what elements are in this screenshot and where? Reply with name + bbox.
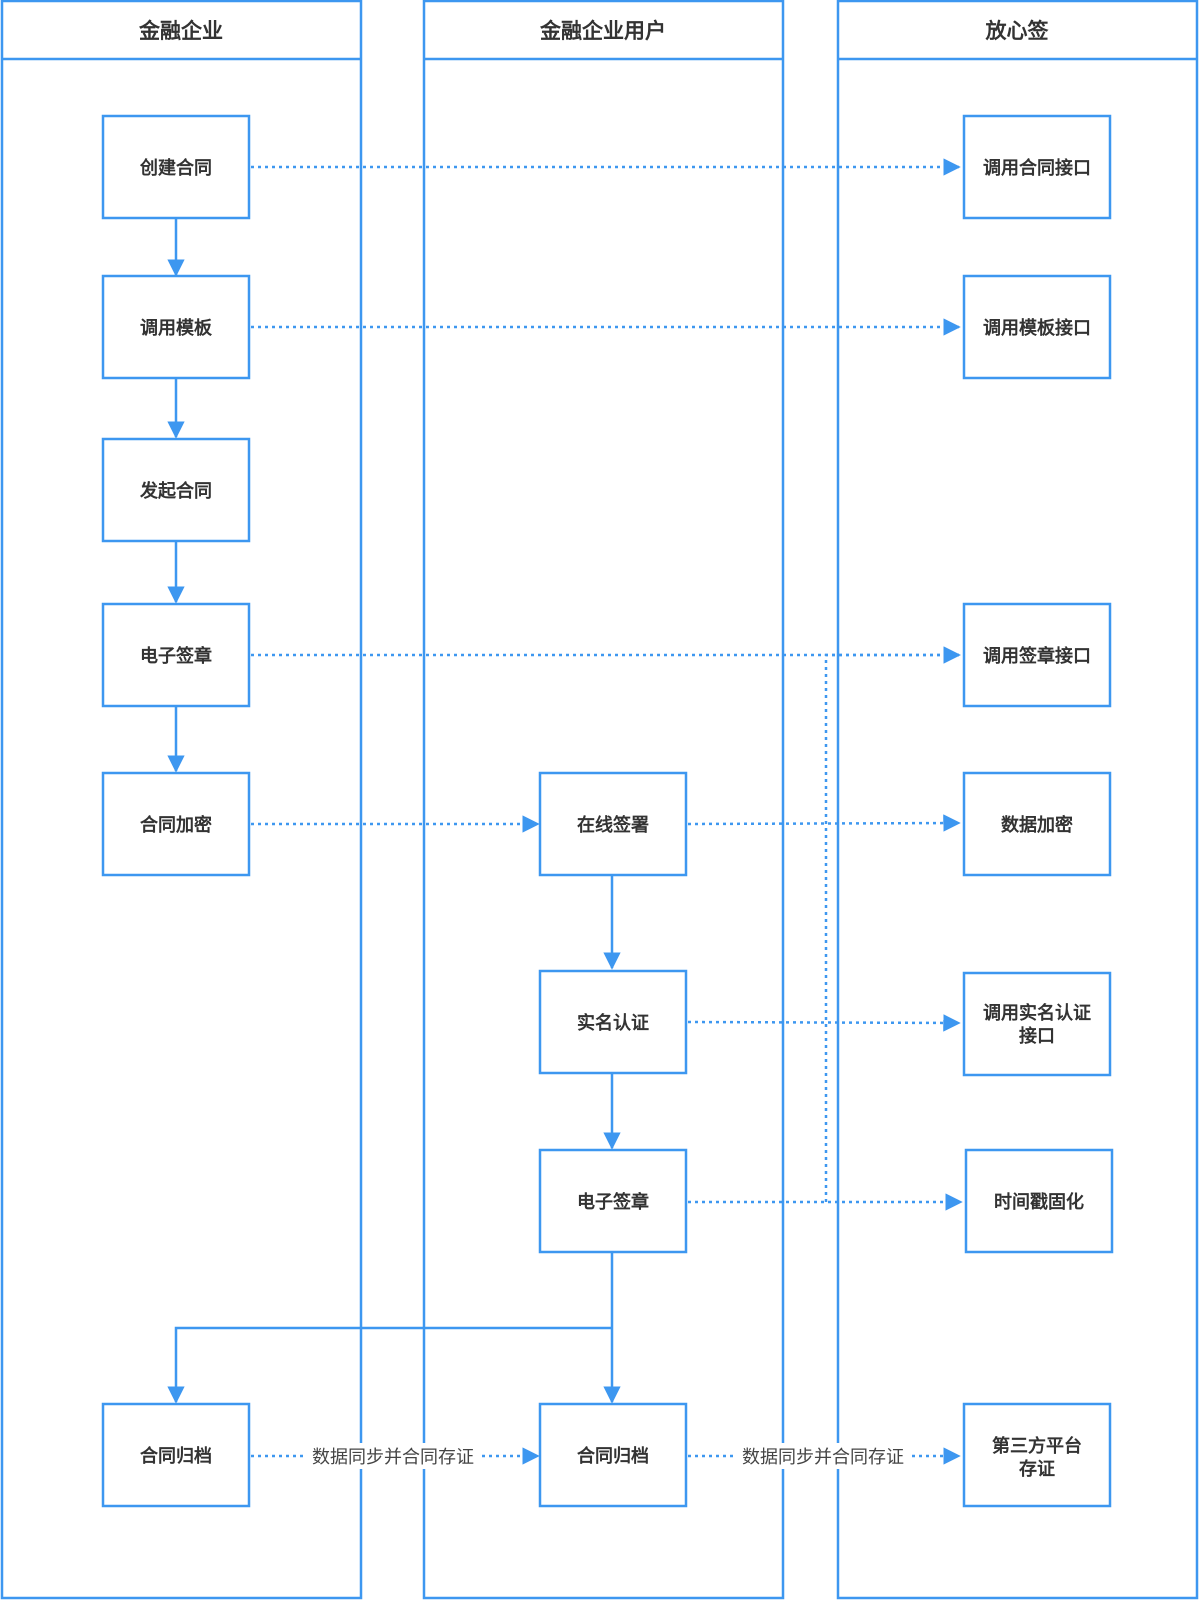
node-api-template bbox=[962, 274, 1112, 380]
label-api-real-name-line1: 调用实名认证 bbox=[983, 1002, 1091, 1024]
lane-enterprise-user bbox=[422, 0, 785, 1600]
label-api-signature: 调用签章接口 bbox=[983, 645, 1091, 667]
label-timestamp: 时间戳固化 bbox=[994, 1191, 1084, 1213]
lane-fangxinqian bbox=[836, 0, 1199, 1600]
node-archive-enterprise bbox=[101, 1402, 251, 1508]
node-third-party bbox=[962, 1402, 1112, 1508]
node-data-encrypt bbox=[962, 771, 1112, 877]
lane-title-financial-enterprise: 金融企业 bbox=[138, 19, 223, 43]
label-data-encrypt: 数据加密 bbox=[1001, 814, 1073, 836]
lane-financial-enterprise bbox=[0, 0, 363, 1600]
label-call-template: 调用模板 bbox=[140, 317, 213, 339]
node-real-name-auth bbox=[538, 969, 688, 1075]
edge-signature-to-archive-ent bbox=[167, 1326, 612, 1404]
lane-title-fangxinqian: 放心签 bbox=[985, 19, 1050, 43]
node-contract-encrypt bbox=[101, 771, 251, 877]
edge-label-sync-ent: 数据同步并合同存证 bbox=[312, 1447, 474, 1468]
label-online-sign: 在线签署 bbox=[577, 814, 649, 836]
node-archive-user bbox=[538, 1402, 688, 1508]
label-real-name-auth: 实名认证 bbox=[577, 1012, 649, 1034]
node-api-signature bbox=[962, 602, 1112, 708]
edge-label-sync-user: 数据同步并合同存证 bbox=[742, 1447, 904, 1468]
label-contract-encrypt: 合同加密 bbox=[140, 814, 212, 836]
edge-online-sign-to-data-encrypt bbox=[687, 814, 961, 832]
label-e-signature-enterprise: 电子签章 bbox=[140, 645, 212, 667]
node-initiate-contract bbox=[101, 437, 251, 543]
lane-title-enterprise-user: 金融企业用户 bbox=[539, 19, 666, 43]
node-e-signature-enterprise bbox=[101, 602, 251, 708]
node-online-sign bbox=[538, 771, 688, 877]
label-initiate-contract: 发起合同 bbox=[139, 480, 212, 502]
node-e-signature-user bbox=[538, 1148, 688, 1254]
label-e-signature-user: 电子签章 bbox=[577, 1191, 649, 1213]
label-api-real-name-line2: 接口 bbox=[1019, 1025, 1055, 1047]
label-third-party-line1: 第三方平台 bbox=[992, 1435, 1082, 1457]
edge-signature-user-to-api-signature bbox=[824, 646, 961, 1202]
node-timestamp bbox=[964, 1148, 1114, 1254]
node-call-template bbox=[101, 274, 251, 380]
label-archive-user: 合同归档 bbox=[577, 1445, 649, 1467]
label-create-contract: 创建合同 bbox=[139, 157, 212, 179]
node-api-real-name bbox=[962, 971, 1112, 1077]
label-archive-enterprise: 合同归档 bbox=[140, 1445, 212, 1467]
label-third-party-line2: 存证 bbox=[1019, 1458, 1055, 1480]
label-api-contract: 调用合同接口 bbox=[983, 157, 1091, 179]
label-api-template: 调用模板接口 bbox=[983, 317, 1091, 339]
edge-auth-to-api-real-name bbox=[687, 1014, 961, 1032]
node-api-contract bbox=[962, 114, 1112, 220]
node-create-contract bbox=[101, 114, 251, 220]
